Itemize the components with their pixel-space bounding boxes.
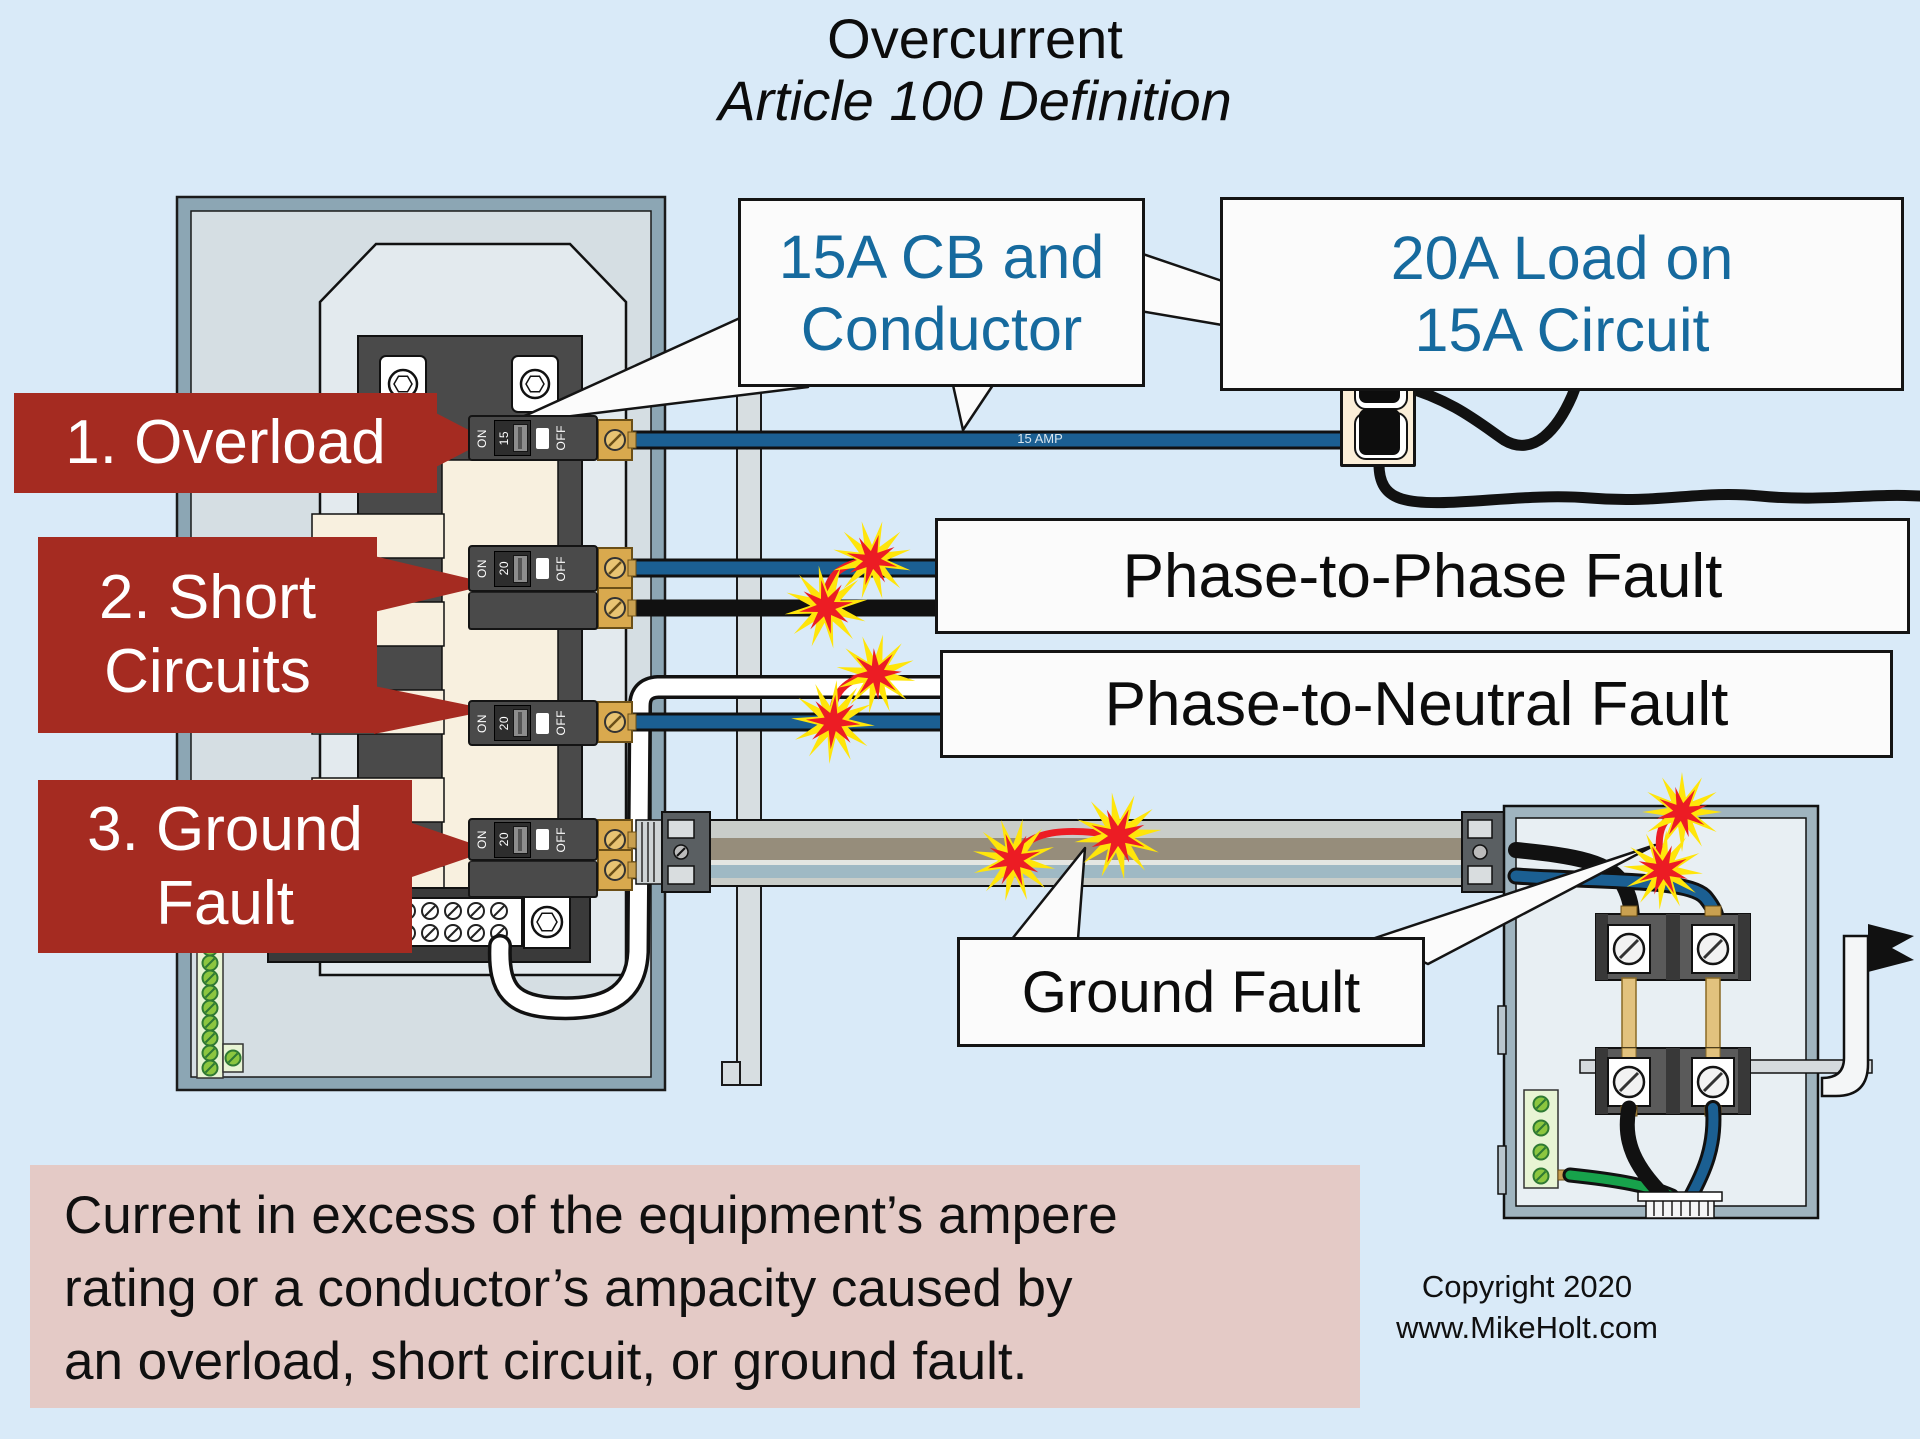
cause-text: 2. Short (98, 563, 317, 632)
breaker-off-label: OFF (554, 710, 568, 736)
breaker-on-label: ON (475, 559, 489, 578)
callout-20a-load: 20A Load on 15A Circuit (1220, 197, 1904, 391)
breaker-20a-double: ON 20 OFF (468, 818, 598, 861)
callout-15a-cb: 15A CB and Conductor (738, 198, 1145, 387)
breaker-indicator (536, 829, 549, 850)
cause-text: 3. Ground (87, 794, 363, 864)
copyright-line1: Copyright 2020 (1421, 1269, 1633, 1304)
vertical-strut (721, 387, 762, 1086)
breaker-off-label: OFF (554, 425, 568, 451)
label-phase-to-neutral-fault: Phase-to-Neutral Fault (940, 650, 1893, 758)
breaker-toggle (513, 825, 528, 854)
pointer-to-wire (951, 383, 995, 432)
junction-box (1497, 804, 1914, 1220)
cause-text: 1. Overload (65, 408, 386, 477)
cause-text: Circuits (104, 637, 311, 706)
copyright-line2: www.MikeHolt.com (1396, 1310, 1658, 1345)
breaker-amp-rating: 20 (497, 832, 511, 847)
breaker-amp-rating: 15 (497, 430, 511, 446)
bottom-conduit-connector (1637, 1191, 1723, 1219)
page-title: Overcurrent Article 100 Definition (718, 8, 1232, 132)
breaker-indicator (536, 558, 549, 579)
callout-pointers (505, 251, 1657, 966)
breaker-toggle (513, 709, 528, 737)
handle-flag (1868, 924, 1914, 972)
callout-text: Conductor (800, 294, 1083, 363)
breaker-second-pole (468, 592, 598, 630)
breaker-amp-window: 20 (494, 705, 531, 741)
definition-line: an overload, short circuit, or ground fa… (64, 1332, 1028, 1391)
breaker-on-label: ON (475, 830, 489, 849)
breaker-amp-window: 20 (494, 821, 531, 858)
neutral-wire (487, 675, 960, 1021)
breaker-amp-window: 20 (494, 550, 531, 587)
breaker-amp-rating: 20 (497, 715, 511, 731)
appliance-cords (1373, 377, 1920, 509)
callout-text: 20A Load on (1390, 224, 1734, 292)
callout-text: 15A Circuit (1414, 296, 1710, 364)
callout-bridge (1138, 251, 1230, 328)
breaker-off-label: OFF (554, 555, 568, 582)
cause-text: Fault (156, 868, 294, 938)
terminal-block-lower (1595, 1047, 1751, 1117)
definition-line: Current in excess of the equipment’s amp… (64, 1186, 1118, 1245)
conduit-connector (635, 811, 711, 893)
breaker-indicator (536, 712, 549, 734)
wire-amp-label: 15 AMP (1017, 431, 1063, 446)
cause-label-ground-fault: 3. Ground Fault (38, 780, 412, 953)
breaker-amp-window: 15 (494, 420, 531, 456)
cause-label-short-circuits: 2. Short Circuits (38, 537, 377, 733)
breaker-15a: ON 15 OFF (468, 415, 598, 461)
title-line2: Article 100 Definition (718, 69, 1232, 132)
plug-bottom (1359, 409, 1400, 455)
fault-text: Phase-to-Phase Fault (1122, 541, 1723, 611)
definition-line: rating or a conductor’s ampacity caused … (64, 1259, 1073, 1318)
terminal-block-upper (1595, 905, 1751, 981)
breaker-off-label: OFF (554, 826, 568, 853)
callout-text: 15A CB and (778, 222, 1105, 291)
breaker-toggle (513, 554, 528, 583)
breaker-second-pole (468, 861, 598, 898)
label-ground-fault: Ground Fault (957, 937, 1425, 1047)
cause-label-arrows (374, 412, 492, 878)
copyright: Copyright 2020 www.MikeHolt.com (1396, 1266, 1658, 1348)
breaker-20a: ON 20 OFF (468, 700, 598, 746)
cause-label-overload: 1. Overload (14, 393, 437, 493)
disconnect-handle (1820, 924, 1914, 1098)
breaker-20a-double: ON 20 OFF (468, 545, 598, 592)
breaker-on-label: ON (475, 713, 489, 733)
breaker-toggle (513, 424, 528, 452)
definition-box: Current in excess of the equipment’s amp… (30, 1165, 1360, 1408)
title-line1: Overcurrent (827, 7, 1123, 70)
breaker-indicator (536, 427, 549, 449)
fault-text: Phase-to-Neutral Fault (1104, 669, 1729, 739)
label-phase-to-phase-fault: Phase-to-Phase Fault (935, 518, 1910, 634)
breaker-amp-rating: 20 (497, 561, 511, 576)
main-lug (511, 355, 559, 413)
breaker-on-label: ON (475, 428, 489, 448)
fault-text: Ground Fault (1021, 959, 1361, 1025)
